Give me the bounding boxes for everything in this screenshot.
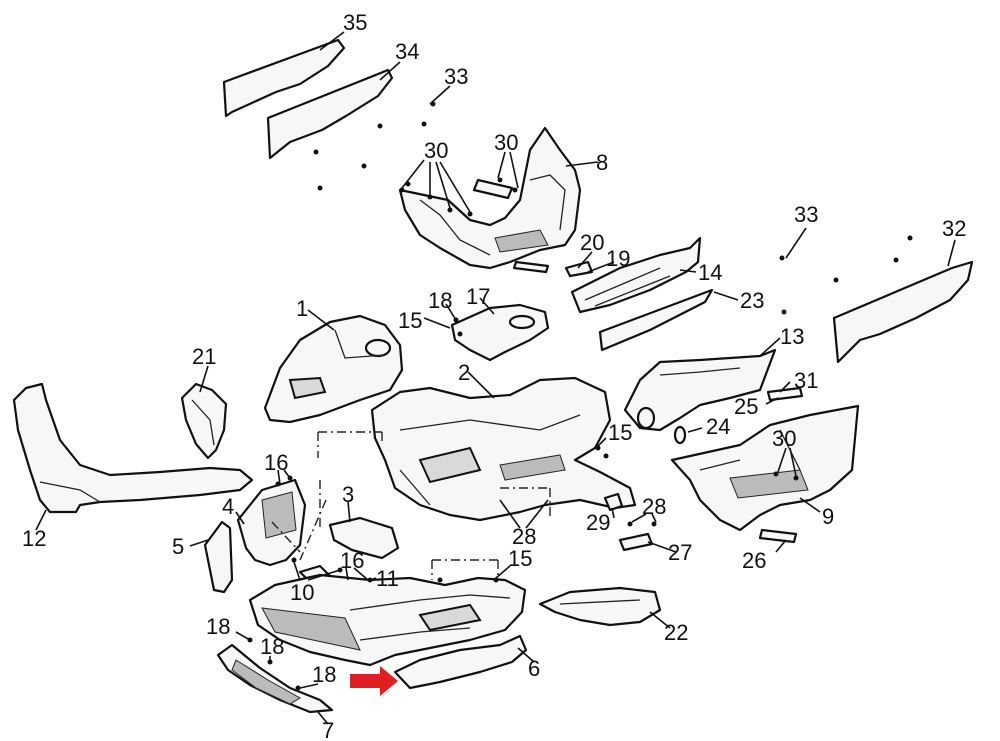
label-33: 33 bbox=[794, 202, 818, 227]
assembly-lines bbox=[271, 431, 551, 580]
label-5: 5 bbox=[172, 534, 184, 559]
front-body-assembly bbox=[248, 573, 527, 667]
part-26-plate bbox=[758, 528, 798, 544]
part-9-footrest bbox=[670, 404, 860, 532]
part-1-headlight-cover bbox=[263, 314, 404, 424]
label-30: 30 bbox=[772, 426, 796, 451]
label-18: 18 bbox=[260, 634, 284, 659]
part-29-clip bbox=[603, 492, 624, 512]
label-28: 28 bbox=[512, 524, 536, 549]
label-20: 20 bbox=[580, 230, 604, 255]
label-31: 31 bbox=[794, 368, 818, 393]
label-3: 3 bbox=[342, 482, 354, 507]
label-34: 34 bbox=[395, 39, 419, 64]
part-6-lower-guard bbox=[393, 634, 528, 690]
label-32: 32 bbox=[942, 216, 966, 241]
label-4: 4 bbox=[222, 494, 234, 519]
label-10: 10 bbox=[290, 580, 314, 605]
part-35-decal bbox=[222, 38, 346, 118]
part-7-skid-plate bbox=[216, 643, 334, 714]
label-22: 22 bbox=[664, 620, 688, 645]
part-5-side-trim bbox=[203, 520, 234, 594]
label-25: 25 bbox=[734, 394, 758, 419]
label-9: 9 bbox=[822, 504, 834, 529]
label-33: 33 bbox=[444, 64, 468, 89]
label-1: 1 bbox=[296, 296, 308, 321]
part-27-bracket bbox=[618, 532, 654, 552]
part-4-front-grille-frame bbox=[236, 478, 307, 567]
label-24: 24 bbox=[706, 414, 730, 439]
label-30: 30 bbox=[494, 130, 518, 155]
part-12-seat bbox=[12, 382, 254, 514]
label-30: 30 bbox=[424, 138, 448, 163]
label-17: 17 bbox=[466, 284, 490, 309]
label-28: 28 bbox=[642, 494, 666, 519]
label-12: 12 bbox=[22, 526, 46, 551]
label-18: 18 bbox=[312, 662, 336, 687]
leader-lines bbox=[35, 31, 956, 725]
part-21-mirror-bracket bbox=[180, 382, 228, 460]
label-23: 23 bbox=[740, 288, 764, 313]
part-17-dash-panel bbox=[450, 303, 550, 362]
label-19: 19 bbox=[606, 246, 630, 271]
label-15: 15 bbox=[398, 308, 422, 333]
label-26: 26 bbox=[742, 548, 766, 573]
label-16: 16 bbox=[340, 548, 364, 573]
label-21: 21 bbox=[192, 344, 216, 369]
label-2: 2 bbox=[458, 360, 470, 385]
part-8-rear-panel bbox=[398, 126, 582, 274]
label-6: 6 bbox=[528, 656, 540, 681]
part-2-front-fender bbox=[370, 376, 637, 522]
label-11: 11 bbox=[376, 566, 399, 591]
label-29: 29 bbox=[586, 510, 610, 535]
part-14-step-panel bbox=[570, 236, 702, 314]
part-22-side-cover bbox=[538, 586, 662, 627]
red-arrow-icon bbox=[350, 666, 398, 696]
label-27: 27 bbox=[668, 540, 692, 565]
part-24-grommet bbox=[673, 425, 687, 445]
label-8: 8 bbox=[596, 150, 608, 175]
label-35: 35 bbox=[343, 10, 367, 35]
part-3-bracket-plate bbox=[328, 516, 400, 560]
label-14: 14 bbox=[698, 260, 722, 285]
label-7: 7 bbox=[322, 718, 334, 741]
callout-labels: 35 34 33 30 30 8 20 19 14 23 33 32 13 31… bbox=[22, 10, 966, 741]
part-23-strip bbox=[598, 288, 714, 352]
label-13: 13 bbox=[780, 324, 804, 349]
bolts-33-right bbox=[779, 235, 913, 315]
label-16: 16 bbox=[264, 450, 288, 475]
part-32-decal bbox=[832, 260, 974, 364]
label-18: 18 bbox=[428, 288, 452, 313]
label-15: 15 bbox=[608, 420, 632, 445]
label-18: 18 bbox=[206, 614, 230, 639]
label-15: 15 bbox=[508, 546, 532, 571]
part-31-bracket bbox=[766, 386, 804, 402]
part-20-bracket bbox=[564, 260, 594, 278]
